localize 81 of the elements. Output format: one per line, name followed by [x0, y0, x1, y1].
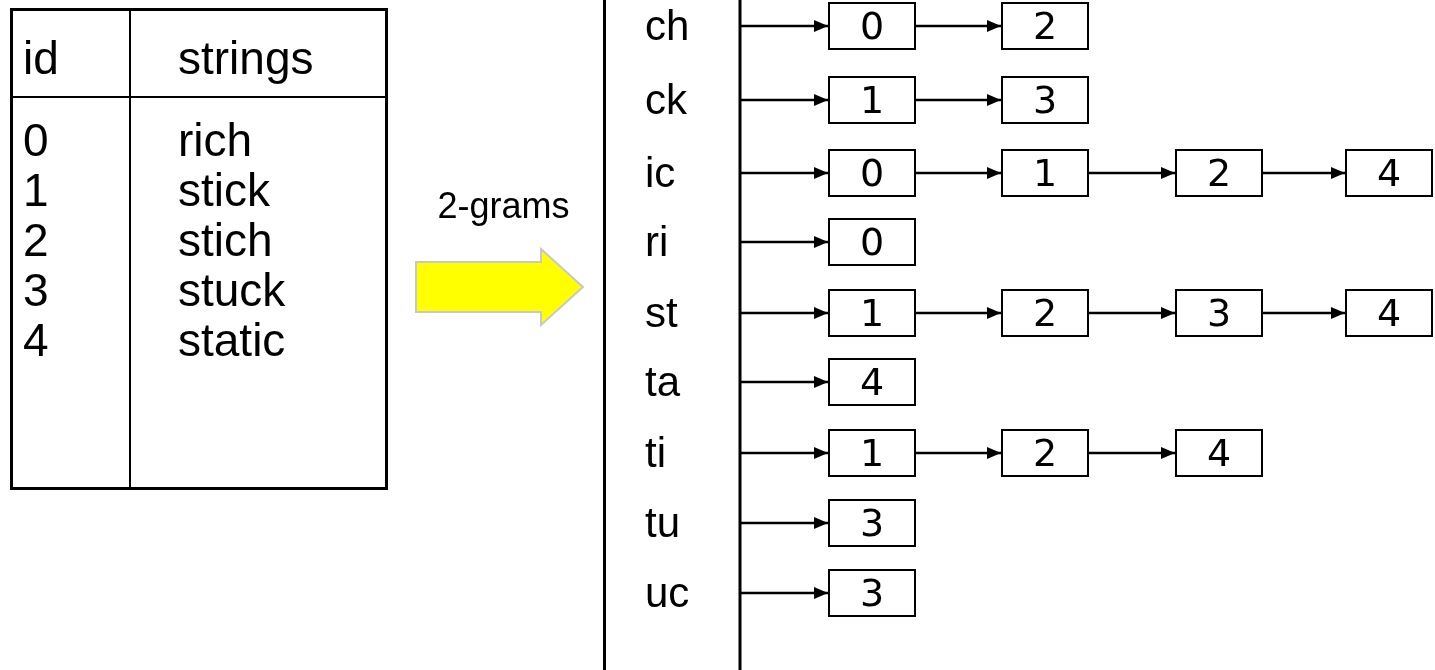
gram-label: ri	[645, 218, 669, 266]
arrow	[916, 167, 1001, 179]
doc-id: 3	[1206, 291, 1232, 335]
table-cell: 2	[23, 215, 49, 265]
doc-id: 3	[1032, 78, 1058, 122]
doc-id: 0	[859, 151, 885, 195]
gram-label: ck	[645, 76, 687, 124]
arrow	[740, 167, 828, 179]
arrow	[740, 20, 828, 32]
doc-id: 2	[1032, 431, 1058, 475]
gram-label: st	[645, 289, 678, 337]
posting-box	[1345, 149, 1433, 197]
arrow	[740, 376, 828, 388]
posting-box	[828, 289, 916, 337]
table-cell: 4	[23, 315, 49, 365]
posting-box	[1001, 2, 1089, 50]
doc-id: 3	[859, 501, 885, 545]
doc-id: 2	[1032, 4, 1058, 48]
arrow	[1263, 307, 1345, 319]
arrow	[916, 94, 1001, 106]
posting-box	[1345, 289, 1433, 337]
table-cell: 3	[23, 265, 49, 315]
doc-id: 1	[859, 431, 885, 475]
block-arrow	[415, 246, 585, 328]
column-header: id	[23, 33, 59, 83]
arrow	[740, 587, 828, 599]
arrow	[740, 236, 828, 248]
data-table	[10, 8, 388, 490]
doc-id: 4	[1376, 151, 1402, 195]
arrow	[740, 94, 828, 106]
table-cell: rich	[178, 115, 253, 165]
posting-box	[1001, 429, 1089, 477]
table-cell: 1	[23, 165, 49, 215]
posting-box	[828, 76, 916, 124]
posting-box	[828, 218, 916, 266]
doc-id: 4	[859, 360, 885, 404]
doc-id: 0	[859, 220, 885, 264]
doc-id: 4	[1376, 291, 1402, 335]
posting-box	[1001, 76, 1089, 124]
arrow	[740, 307, 828, 319]
arrow	[740, 447, 828, 459]
posting-box	[1175, 149, 1263, 197]
table-cell: static	[178, 315, 286, 365]
posting-box	[1001, 289, 1089, 337]
table-cell: stick	[178, 165, 270, 215]
doc-id: 2	[1032, 291, 1058, 335]
posting-box	[1175, 289, 1263, 337]
arrow	[916, 307, 1001, 319]
arrow	[916, 20, 1001, 32]
gram-label: ch	[645, 2, 690, 50]
posting-box	[1175, 429, 1263, 477]
arrow	[916, 447, 1001, 459]
arrow	[1089, 307, 1175, 319]
table-cell: 0	[23, 115, 49, 165]
gram-label: ti	[645, 429, 666, 477]
index-panel	[603, 0, 1435, 670]
doc-id: 0	[859, 4, 885, 48]
table-cell: stich	[178, 215, 273, 265]
posting-box	[828, 149, 916, 197]
posting-box	[828, 569, 916, 617]
table-cell: stuck	[178, 265, 286, 315]
posting-box	[828, 2, 916, 50]
arrow	[1089, 447, 1175, 459]
doc-id: 4	[1206, 431, 1232, 475]
gram-label: ta	[645, 358, 681, 406]
posting-box	[828, 499, 916, 547]
gram-label: ic	[645, 149, 676, 197]
doc-id: 3	[859, 571, 885, 615]
gram-label: uc	[645, 569, 690, 617]
doc-id: 1	[859, 291, 885, 335]
posting-box	[828, 358, 916, 406]
arrow	[1263, 167, 1345, 179]
posting-box	[828, 429, 916, 477]
posting-box	[1001, 149, 1089, 197]
doc-id: 1	[859, 78, 885, 122]
column-header: strings	[178, 33, 314, 83]
doc-id: 2	[1206, 151, 1232, 195]
arrow	[1089, 167, 1175, 179]
doc-id: 1	[1032, 151, 1058, 195]
arrow	[740, 517, 828, 529]
gram-label: tu	[645, 499, 681, 547]
